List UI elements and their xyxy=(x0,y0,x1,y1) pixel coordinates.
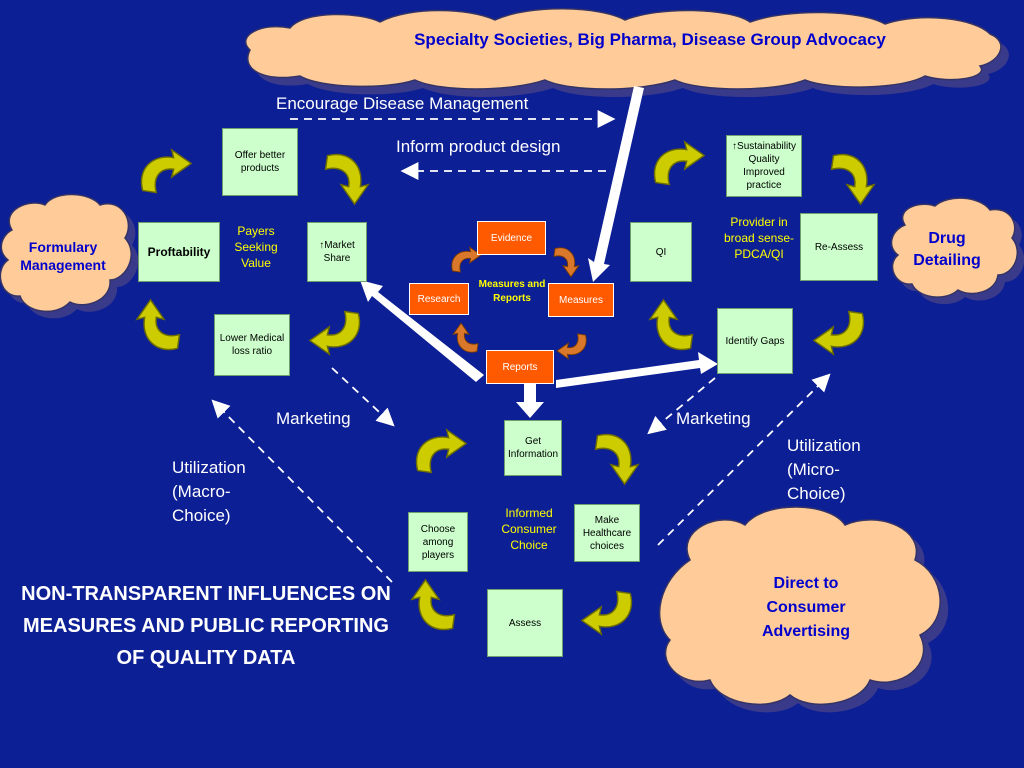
provider-curl-4 xyxy=(813,310,865,355)
inform-label: Inform product design xyxy=(396,137,561,156)
get-information-box: Get Information xyxy=(504,420,562,476)
drug-text: Drug Detailing xyxy=(913,230,981,269)
qi-box: QI xyxy=(630,222,692,282)
dtc-cloud xyxy=(658,506,949,713)
payer-curl-4 xyxy=(309,310,361,355)
measures-curl-4 xyxy=(556,333,587,360)
reports-box: Reports xyxy=(486,350,554,384)
marketing-right-arrow xyxy=(647,377,716,435)
measures-center-label: Measures and Reports xyxy=(478,279,546,304)
reports-to-identify-arrow xyxy=(556,352,718,388)
measures-curl-3 xyxy=(452,322,479,353)
consumer-curl-1 xyxy=(415,429,467,474)
make-healthcare-choices-box: Make Healthcare choices xyxy=(574,504,640,562)
provider-center-label: Provider in broad sense- PDCA/QI xyxy=(723,215,795,261)
encourage-label: Encourage Disease Management xyxy=(276,94,529,113)
payer-curl-3 xyxy=(136,299,181,351)
util-micro-label: Utilization (Micro-Choice) xyxy=(787,436,861,503)
reassess-box: Re-Assess xyxy=(800,213,878,281)
provider-curl-1 xyxy=(653,141,705,186)
banner-text: Specialty Societies, Big Pharma, Disease… xyxy=(414,30,886,49)
marketing-right-label: Marketing xyxy=(676,409,751,428)
consumer-center-label: Informed Consumer Choice xyxy=(501,506,557,552)
banner-to-measures-arrow xyxy=(588,86,644,282)
dashed-arrows xyxy=(211,110,831,583)
banner-cloud xyxy=(245,8,1009,97)
assess-box: Assess xyxy=(487,589,563,657)
lower-medical-box: Lower Medical loss ratio xyxy=(214,314,290,376)
dtc-text: Direct to Consumer Advertising xyxy=(761,575,850,640)
consumer-curl-4 xyxy=(581,590,633,635)
consumer-curl-3 xyxy=(411,579,456,631)
drug-cloud xyxy=(890,197,1024,305)
provider-curl-2 xyxy=(830,153,875,205)
measures-curl-2 xyxy=(553,247,580,278)
util-macro-label: Utilization (Macro-Choice) xyxy=(172,458,246,525)
sustainability-box: ↑Sustainability Quality Improved practic… xyxy=(726,135,802,197)
formulary-cloud xyxy=(0,193,139,319)
consumer-curl-2 xyxy=(594,433,639,485)
identify-gaps-box: Identify Gaps xyxy=(717,308,793,374)
market-share-box: ↑Market Share xyxy=(307,222,367,282)
evidence-box: Evidence xyxy=(477,221,546,255)
util-micro-arrow xyxy=(657,373,831,546)
payer-curl-1 xyxy=(140,149,192,194)
marketing-left-label: Marketing xyxy=(276,409,351,428)
page-title: NON-TRANSPARENT INFLUENCES ON MEASURES A… xyxy=(21,583,391,669)
reports-to-market-share-arrow xyxy=(360,280,484,382)
provider-curl-3 xyxy=(649,299,694,351)
research-box: Research xyxy=(409,283,469,315)
profitability-box: Proftability xyxy=(138,222,220,282)
offer-better-products-box: Offer better products xyxy=(222,128,298,196)
payer-curl-2 xyxy=(324,153,369,205)
payers-center-label: Payers Seeking Value xyxy=(234,224,278,270)
choose-among-players-box: Choose among players xyxy=(408,512,468,572)
solid-arrows xyxy=(360,86,718,418)
reports-to-get-info-arrow xyxy=(516,384,544,418)
formulary-text: Formulary Management xyxy=(20,239,106,273)
measures-box: Measures xyxy=(548,283,614,317)
util-macro-arrow xyxy=(211,399,393,583)
